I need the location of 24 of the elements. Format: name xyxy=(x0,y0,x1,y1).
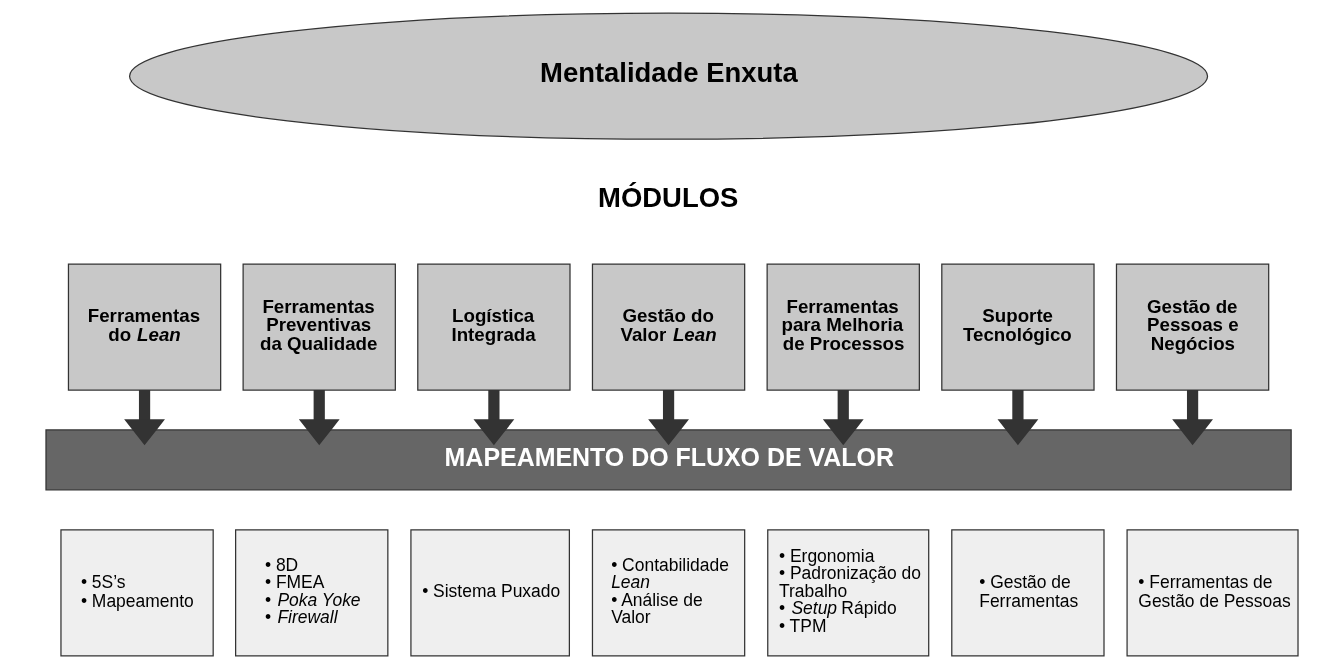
node-box: Gestão de Pessoas e Negócios xyxy=(1115,263,1269,391)
node-box: • Ferramentas de Gestão de Pessoas xyxy=(1125,529,1299,657)
node-box: Ferramentas do Lean xyxy=(67,263,221,391)
node-box: Ferramentas para Melhoria de Processos xyxy=(766,263,920,391)
node-box: • Contabilidade Lean • Análise de Valor xyxy=(591,529,745,657)
node-box: • Sistema Puxado xyxy=(409,529,570,657)
node-box: Logística Integrada xyxy=(416,263,571,391)
node-box: • Gestão de Ferramentas xyxy=(950,529,1105,657)
arrow xyxy=(472,390,514,446)
node-box: Suporte Tecnológico xyxy=(940,263,1095,391)
arrow xyxy=(123,390,165,446)
node-box: • 5S’s • Mapeamento xyxy=(59,529,214,657)
label: MÓDULOS xyxy=(597,182,738,214)
node-box: MAPEAMENTO DO FLUXO DE VALOR xyxy=(44,429,1292,491)
node-ellipse: Mentalidade Enxuta xyxy=(128,12,1208,140)
arrow xyxy=(1171,390,1213,446)
node-box: Ferramentas Preventivas da Qualidade xyxy=(242,263,396,391)
node-box: Gestão do Valor Lean xyxy=(591,263,745,391)
node-box: • Ergonomia • Padronização do Trabalho • Setup Rápido • TPM xyxy=(766,529,929,657)
arrow xyxy=(822,390,864,446)
node-box: • 8D • FMEA • Poka Yoke • Firewall xyxy=(234,529,388,657)
arrow xyxy=(298,390,340,446)
arrow xyxy=(647,390,689,446)
arrow xyxy=(997,390,1038,446)
